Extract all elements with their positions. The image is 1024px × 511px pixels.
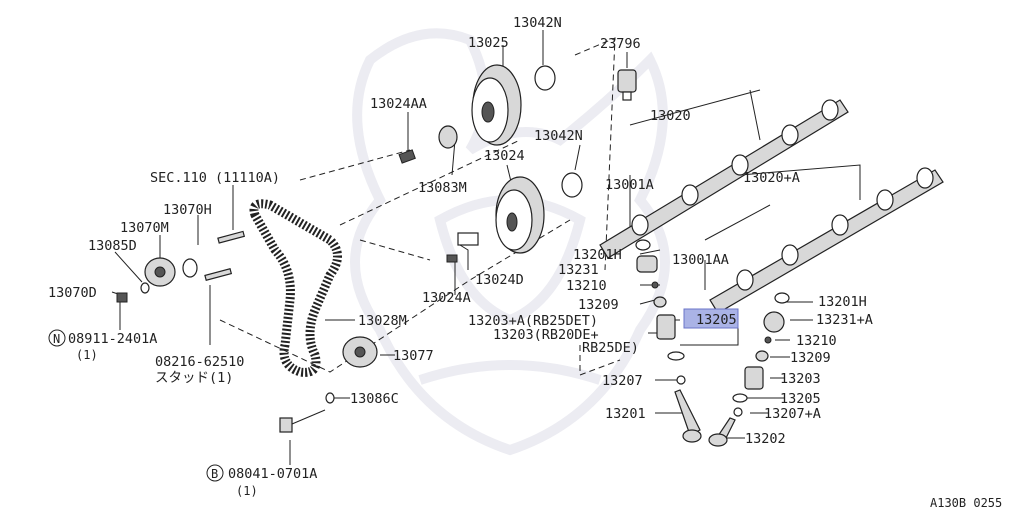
label-13207a[interactable]: 13207+A: [764, 406, 821, 422]
circle-b-marker: [206, 464, 224, 482]
label-13042n-top[interactable]: 13042N: [513, 15, 562, 31]
label-13202[interactable]: 13202: [745, 431, 786, 447]
label-13070d[interactable]: 13070D: [48, 285, 97, 301]
label-13205-b[interactable]: 13205: [780, 391, 821, 407]
label-13210-b[interactable]: 13210: [796, 333, 837, 349]
valve-train-left: [635, 239, 702, 443]
label-08041[interactable]: 08041-0701A: [228, 466, 317, 482]
label-13207[interactable]: 13207: [602, 373, 643, 389]
label-13024d[interactable]: 13024D: [475, 272, 524, 288]
camshaft-13020a: [709, 167, 944, 314]
label-13020[interactable]: 13020: [650, 108, 691, 124]
label-13086c[interactable]: 13086C: [350, 391, 399, 407]
label-sec110[interactable]: SEC.110 (11110A): [150, 170, 280, 186]
assembly-lines: [219, 37, 641, 376]
label-13210-a[interactable]: 13210: [566, 278, 607, 294]
bolt-13024aa: [398, 149, 416, 164]
label-13231[interactable]: 13231: [558, 262, 599, 278]
label-08911[interactable]: 08911-2401A: [68, 331, 157, 347]
label-23796[interactable]: 23796: [600, 36, 641, 52]
label-13205-box[interactable]: 13205: [696, 312, 737, 328]
label-rb25de[interactable]: RB25DE): [582, 340, 639, 356]
label-13203-b[interactable]: 13203: [780, 371, 821, 387]
label-13070m[interactable]: 13070M: [120, 220, 169, 236]
label-qty-b: (1): [236, 484, 258, 498]
bolt-08041: [279, 409, 326, 433]
label-13024aa[interactable]: 13024AA: [370, 96, 427, 112]
circle-n-marker: [48, 329, 66, 347]
label-13024a[interactable]: 13024A: [422, 290, 471, 306]
label-13020a[interactable]: 13020+A: [743, 170, 800, 186]
label-13201h-b[interactable]: 13201H: [818, 294, 867, 310]
cam-sprocket-13024: [495, 176, 545, 254]
idler-pulley-13077: [342, 336, 378, 368]
parts: [116, 64, 944, 447]
label-13085d[interactable]: 13085D: [88, 238, 137, 254]
washer-13086c: [325, 392, 335, 404]
label-13231a[interactable]: 13231+A: [816, 312, 873, 328]
circle-b-letter: B: [211, 467, 218, 481]
label-13028m[interactable]: 13028M: [358, 313, 407, 329]
label-13001a[interactable]: 13001A: [605, 177, 654, 193]
label-qty-n: (1): [76, 348, 98, 362]
label-13024[interactable]: 13024: [484, 148, 525, 164]
label-13209-a[interactable]: 13209: [578, 297, 619, 313]
part-labels: 13042N 13025 23796 13024AA 13020 13042N …: [48, 15, 1002, 510]
tensioner-pulley: [116, 230, 246, 303]
label-13203[interactable]: 13203(RB20DE+: [493, 327, 599, 343]
diagram-reference: A130B 0255: [930, 496, 1002, 510]
label-13077[interactable]: 13077: [393, 348, 434, 364]
label-13070h[interactable]: 13070H: [163, 202, 212, 218]
label-08216[interactable]: 08216-62510: [155, 354, 244, 370]
oil-seal-13042n-top: [534, 65, 556, 91]
sensor-23796: [617, 69, 637, 101]
timing-belt-13028m: [249, 199, 342, 377]
label-13083m[interactable]: 13083M: [418, 180, 467, 196]
label-13025[interactable]: 13025: [468, 35, 509, 51]
camshaft-13020: [599, 99, 849, 259]
label-13201h-a[interactable]: 13201H: [573, 247, 622, 263]
label-13203a[interactable]: 13203+A(RB25DET): [468, 313, 598, 329]
bolt-13024a: [446, 254, 458, 263]
cam-sprocket-13025: [471, 64, 522, 146]
oil-seal-13042n-mid: [561, 172, 583, 198]
leader-lines: [111, 30, 861, 465]
label-13201[interactable]: 13201: [605, 406, 646, 422]
label-13001aa[interactable]: 13001AA: [672, 252, 729, 268]
valve-train-right: [708, 292, 790, 447]
spacer-13083m: [438, 125, 458, 149]
circle-n-letter: N: [53, 332, 60, 346]
label-stud[interactable]: スタッド(1): [155, 370, 233, 386]
circled-markers: N B: [48, 329, 224, 482]
label-13209-b[interactable]: 13209: [790, 350, 831, 366]
plate-13024d: [457, 232, 479, 246]
highlight-13205[interactable]: [683, 308, 739, 329]
label-13042n-mid[interactable]: 13042N: [534, 128, 583, 144]
